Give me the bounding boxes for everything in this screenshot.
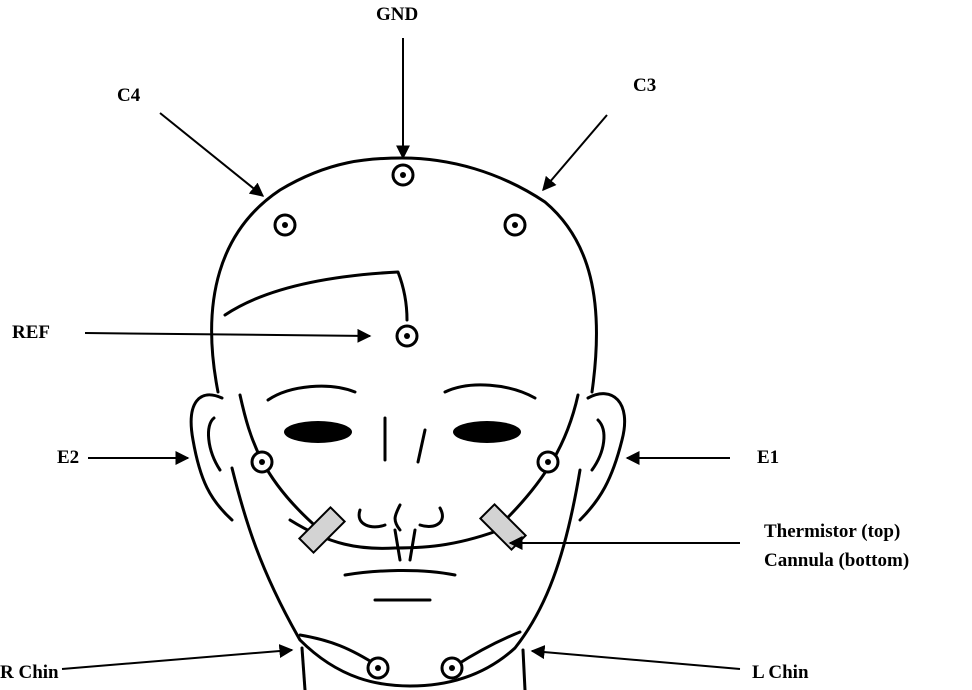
label-e1: E1 — [757, 447, 779, 469]
jaw-outline — [232, 468, 580, 686]
electrode-gnd-center — [400, 172, 406, 178]
eye-left — [284, 421, 352, 443]
arrow-ref — [85, 333, 370, 336]
ref-lead — [225, 272, 407, 320]
head-outline — [212, 158, 597, 392]
chin-lead-left — [455, 632, 520, 666]
nose-bridge — [395, 505, 400, 530]
eye-right — [453, 421, 521, 443]
arrow-r-chin — [62, 650, 292, 669]
nose — [385, 418, 425, 462]
arrow-c4 — [160, 113, 263, 196]
label-r-chin: R Chin — [0, 662, 59, 684]
electrode-c4-center — [282, 222, 288, 228]
label-thermistor: Thermistor (top) — [764, 521, 900, 543]
ear-left-inner — [208, 418, 220, 470]
label-l-chin: L Chin — [752, 662, 809, 684]
cannula-prongs — [395, 530, 415, 560]
neck-right — [523, 650, 525, 690]
electrode-ref-center — [404, 333, 410, 339]
electrode-e1-center — [545, 459, 551, 465]
electrode-c3-center — [512, 222, 518, 228]
electrode-l-chin-center — [449, 665, 455, 671]
label-c4: C4 — [117, 85, 140, 107]
electrode-e2-center — [259, 459, 265, 465]
label-c3: C3 — [633, 75, 656, 97]
arrow-l-chin — [532, 651, 740, 669]
nostrils — [359, 508, 442, 527]
electrode-r-chin-center — [375, 665, 381, 671]
label-cannula: Cannula (bottom) — [764, 550, 909, 572]
eyebrow-left — [268, 386, 355, 400]
mouth — [345, 570, 455, 575]
ear-right — [580, 394, 625, 520]
arrow-c3 — [543, 115, 607, 190]
eyebrow-right — [445, 385, 535, 398]
label-ref: REF — [12, 322, 50, 344]
label-gnd: GND — [376, 4, 418, 26]
ear-left — [191, 395, 232, 520]
label-e2: E2 — [57, 447, 79, 469]
ear-right-inner — [592, 420, 604, 470]
neck-left — [302, 648, 305, 690]
e1-lead — [495, 395, 578, 530]
